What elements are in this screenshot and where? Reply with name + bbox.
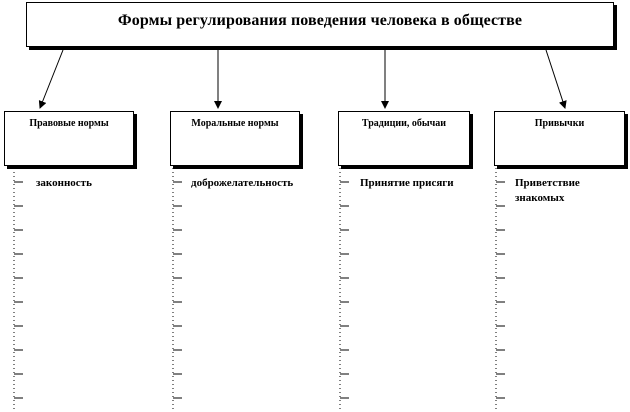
arrow-to-cat4 [545, 49, 567, 109]
example-item-legal: законность [36, 177, 92, 189]
arrow-to-cat1 [38, 49, 64, 109]
category-label: Привычки [534, 118, 585, 129]
category-box-traditions: Традиции, обычаи [338, 111, 470, 166]
diagram-title: Формы регулирования поведения человека в… [117, 12, 523, 29]
example-item-habits: Приветствие знакомых [515, 177, 580, 204]
category-label: Правовые нормы [29, 118, 109, 129]
category-box-habits: Привычки [494, 111, 625, 166]
category-box-moral: Моральные нормы [170, 111, 300, 166]
title-box: Формы регулирования поведения человека в… [26, 2, 614, 47]
category-box-legal: Правовые нормы [4, 111, 134, 166]
example-item-moral: доброжелательность [191, 177, 294, 189]
category-label: Традиции, обычаи [361, 118, 447, 129]
example-item-traditions: Принятие присяги [360, 177, 454, 189]
category-label: Моральные нормы [191, 118, 279, 129]
